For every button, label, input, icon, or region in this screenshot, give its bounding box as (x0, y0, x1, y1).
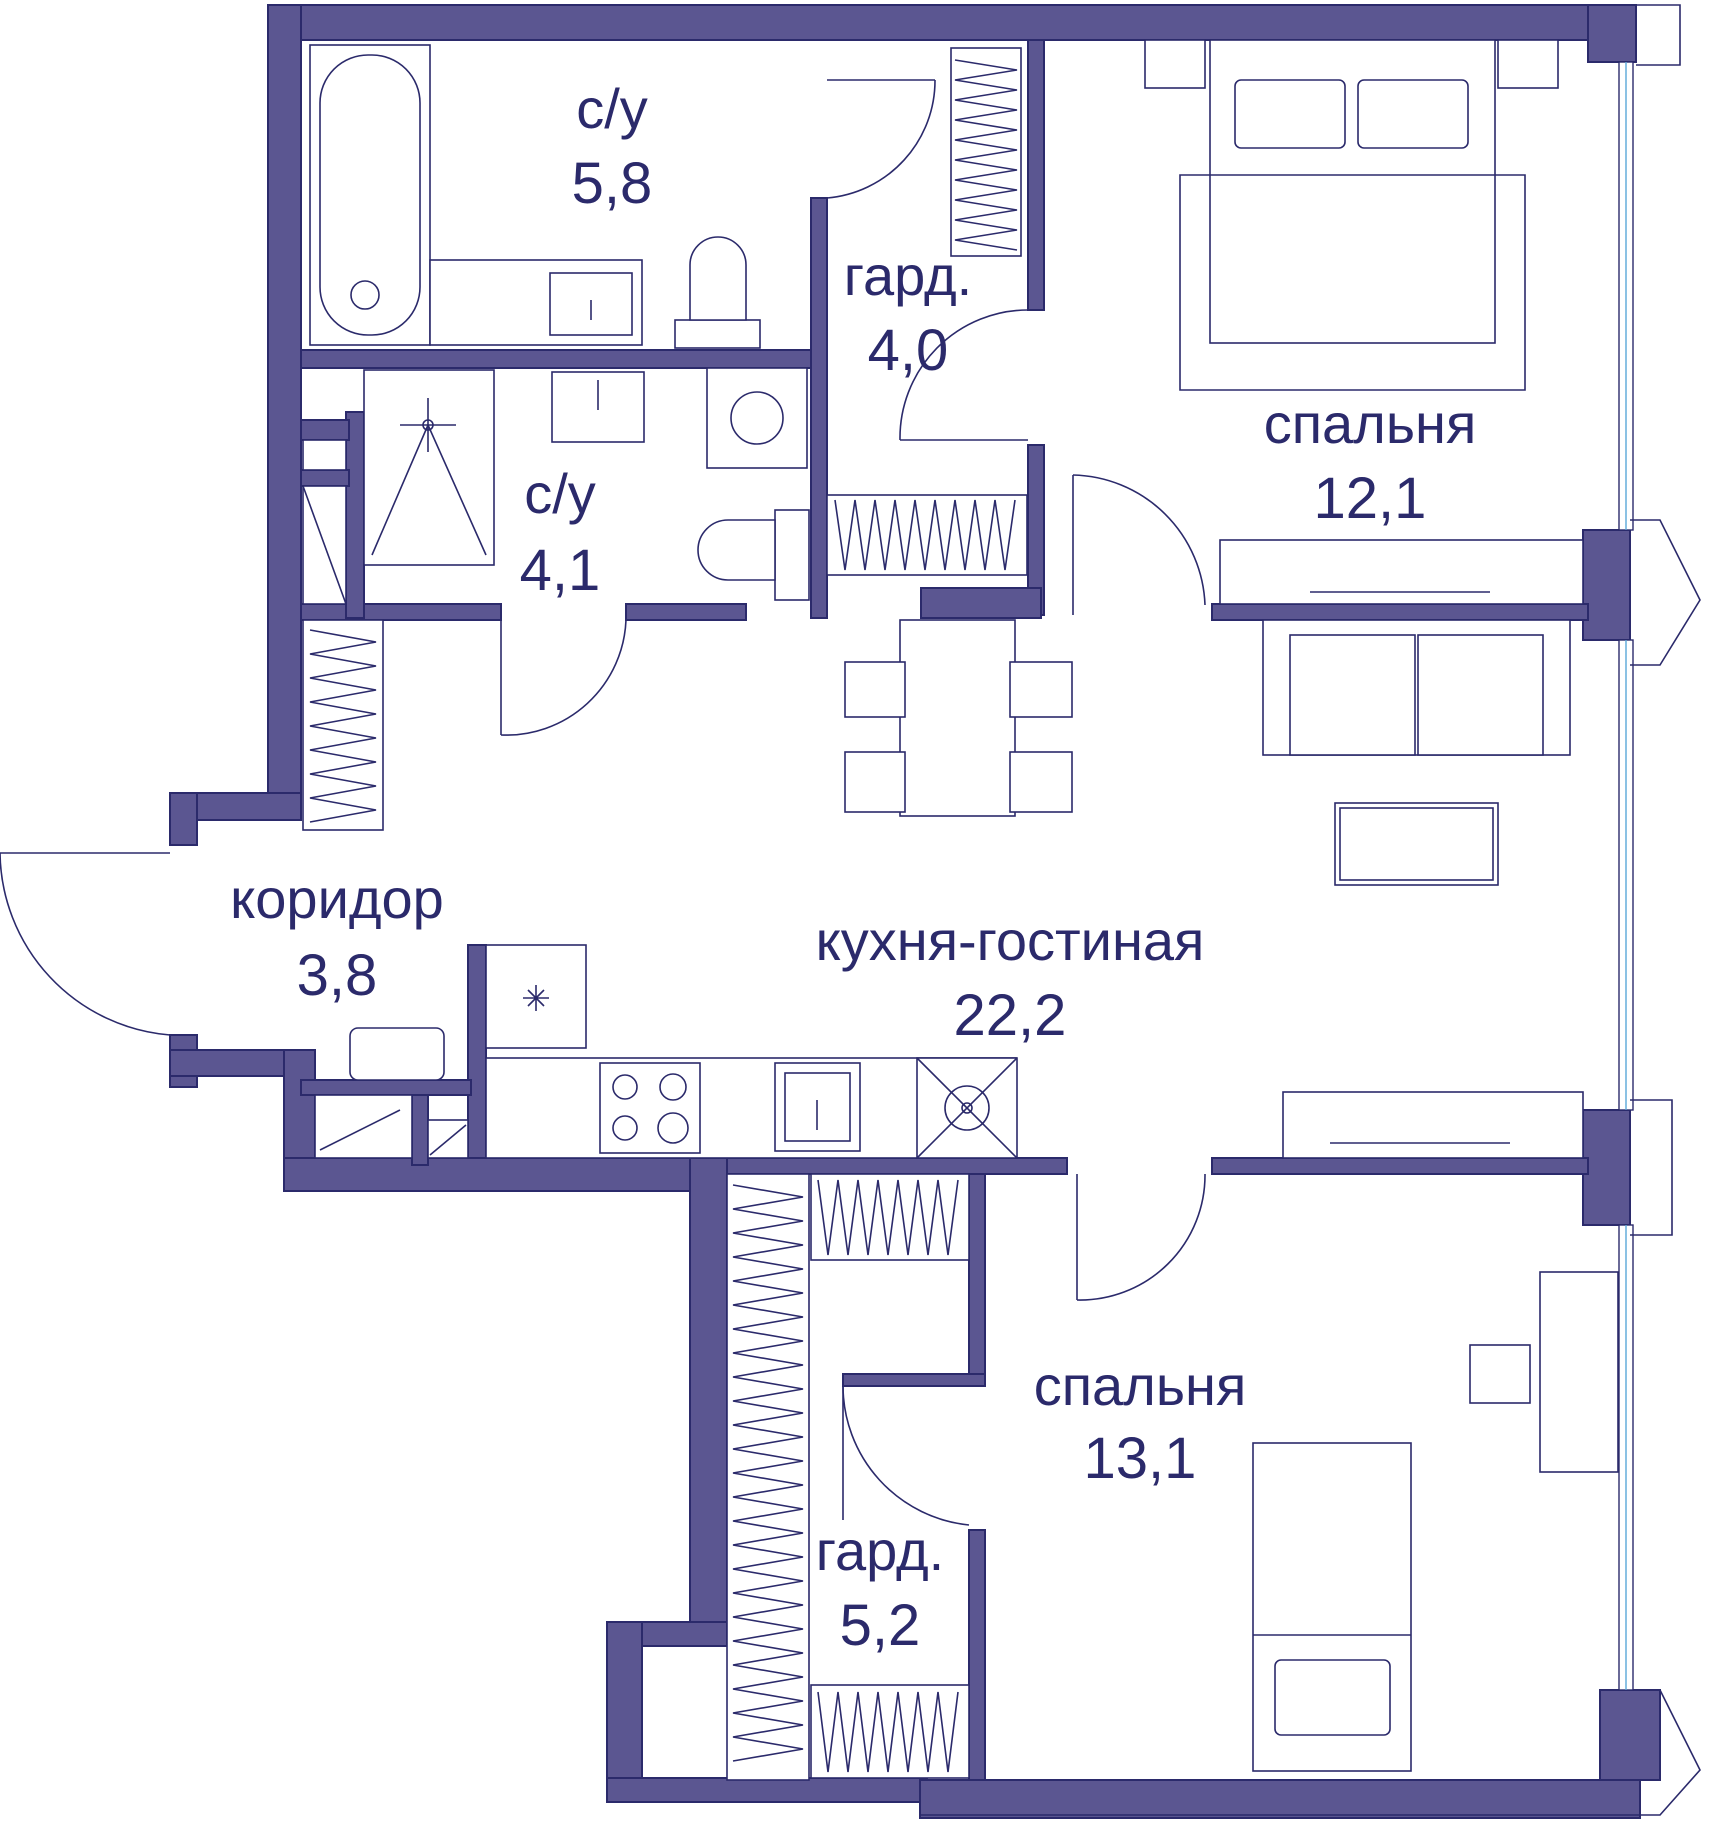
room-bathroom-4-1: с/у 4,1 (520, 462, 601, 603)
bed-icon (1144, 39, 1559, 391)
room-name: гард. (816, 1519, 944, 1582)
room-name: с/у (576, 77, 648, 140)
room-name: гард. (844, 244, 972, 307)
bed-icon (1252, 1442, 1412, 1772)
coffee-table-icon (1334, 802, 1499, 886)
room-name: с/у (524, 462, 596, 525)
tv-stand-icon (1282, 1091, 1584, 1159)
room-name: коридор (230, 867, 444, 930)
toilet-icon (674, 236, 761, 349)
room-area: 4,1 (520, 538, 601, 603)
room-area: 3,8 (297, 943, 378, 1008)
wardrobe-rail (726, 1173, 970, 1781)
bathtub-icon (309, 44, 431, 346)
cooktop-icon (599, 1062, 701, 1154)
room-bedroom-12-1: спальня 12,1 (1264, 392, 1477, 531)
room-area: 12,1 (1314, 466, 1427, 531)
room-kitchen-living-22-2: кухня-гостиная 22,2 (816, 909, 1205, 1048)
wardrobe-rail (826, 47, 1028, 576)
bench-icon (314, 1027, 469, 1159)
walls (169, 4, 1661, 1819)
sink-icon (774, 1062, 861, 1152)
room-wardrobe-5-2: гард. 5,2 (816, 1519, 944, 1658)
washing-machine-icon (706, 367, 808, 469)
wardrobe-rail (302, 619, 384, 831)
windows (0, 4, 1701, 1816)
desk-icon (1469, 1271, 1619, 1473)
room-bathroom-5-8: с/у 5,8 (572, 77, 653, 216)
gas-boiler-icon (916, 1057, 1018, 1159)
room-bedroom-13-1: спальня 13,1 (1034, 1354, 1247, 1491)
room-area: 13,1 (1084, 1426, 1197, 1491)
room-name: кухня-гостиная (816, 909, 1205, 972)
doors (500, 79, 1206, 1526)
closet-icon (302, 439, 347, 605)
room-wardrobe-4-0: гард. 4,0 (844, 244, 972, 383)
room-area: 5,2 (840, 1593, 921, 1658)
room-area: 22,2 (954, 983, 1067, 1048)
room-corridor-3-8: коридор 3,8 (230, 867, 444, 1008)
fridge-icon (485, 944, 587, 1049)
room-name: спальня (1034, 1354, 1247, 1417)
sink-icon (429, 259, 643, 346)
sink-icon (551, 371, 645, 443)
dining-table-icon (844, 619, 1073, 817)
room-area: 4,0 (868, 318, 949, 383)
room-name: спальня (1264, 392, 1477, 455)
room-area: 5,8 (572, 151, 653, 216)
shower-icon (363, 369, 495, 566)
toilet-icon (697, 509, 810, 601)
tv-stand-icon (1219, 539, 1584, 605)
sofa-icon (1262, 619, 1571, 756)
